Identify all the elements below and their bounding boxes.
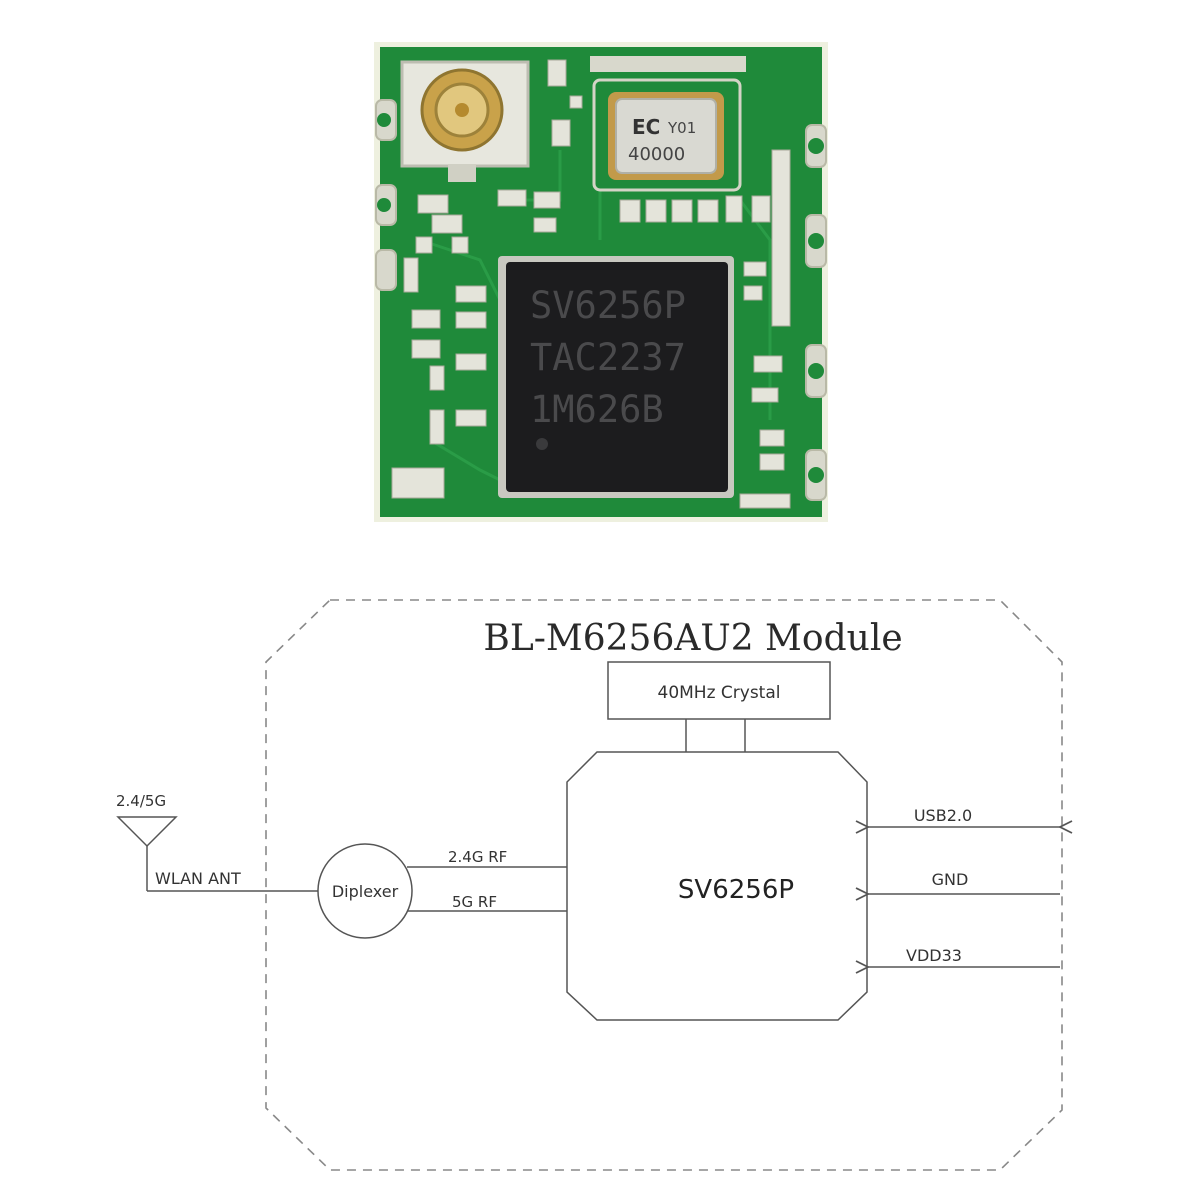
block-diagram: BL-M6256AU2 Module 40MHz Crystal SV6256P… — [116, 599, 1062, 1171]
crystal-block-label: 40MHz Crystal — [658, 683, 781, 703]
chip-block — [566, 751, 868, 1021]
pin-vdd-label: VDD33 — [906, 946, 962, 965]
crystal-component: EC Y01 40000 — [592, 78, 742, 192]
crystal-mark-brand: EC — [632, 115, 660, 139]
pin-gnd-label: GND — [932, 870, 969, 889]
pin-usb-label: USB2.0 — [914, 806, 972, 825]
crystal-mark-code: Y01 — [667, 119, 696, 137]
top-ground-strip — [590, 56, 746, 72]
module-photo: EC Y01 40000 — [374, 42, 828, 522]
rf-5g-label: 5G RF — [452, 893, 497, 911]
antenna-icon — [116, 816, 178, 891]
diplexer-block — [317, 843, 413, 939]
diplexer-label: Diplexer — [332, 882, 399, 901]
antenna-label: WLAN ANT — [155, 869, 241, 888]
sv6256p-chip: SV6256P TAC2237 1M626B — [498, 256, 734, 498]
chip-pin1-dot — [536, 438, 548, 450]
chip-mark-line1: SV6256P — [530, 284, 686, 327]
crystal-mark-freq: 40000 — [628, 144, 685, 165]
ufl-connector-icon — [400, 60, 530, 182]
crystal-block — [607, 661, 831, 720]
chip-mark-line3: 1M626B — [530, 388, 664, 431]
rf-24g-label: 2.4G RF — [448, 848, 507, 866]
smd-components — [391, 59, 791, 509]
diagram-title: BL-M6256AU2 Module — [483, 618, 902, 659]
chip-block-label: SV6256P — [678, 875, 794, 905]
edge-pad-holes — [377, 113, 824, 483]
antenna-band-label: 2.4/5G — [116, 792, 166, 810]
chip-mark-line2: TAC2237 — [530, 336, 686, 379]
